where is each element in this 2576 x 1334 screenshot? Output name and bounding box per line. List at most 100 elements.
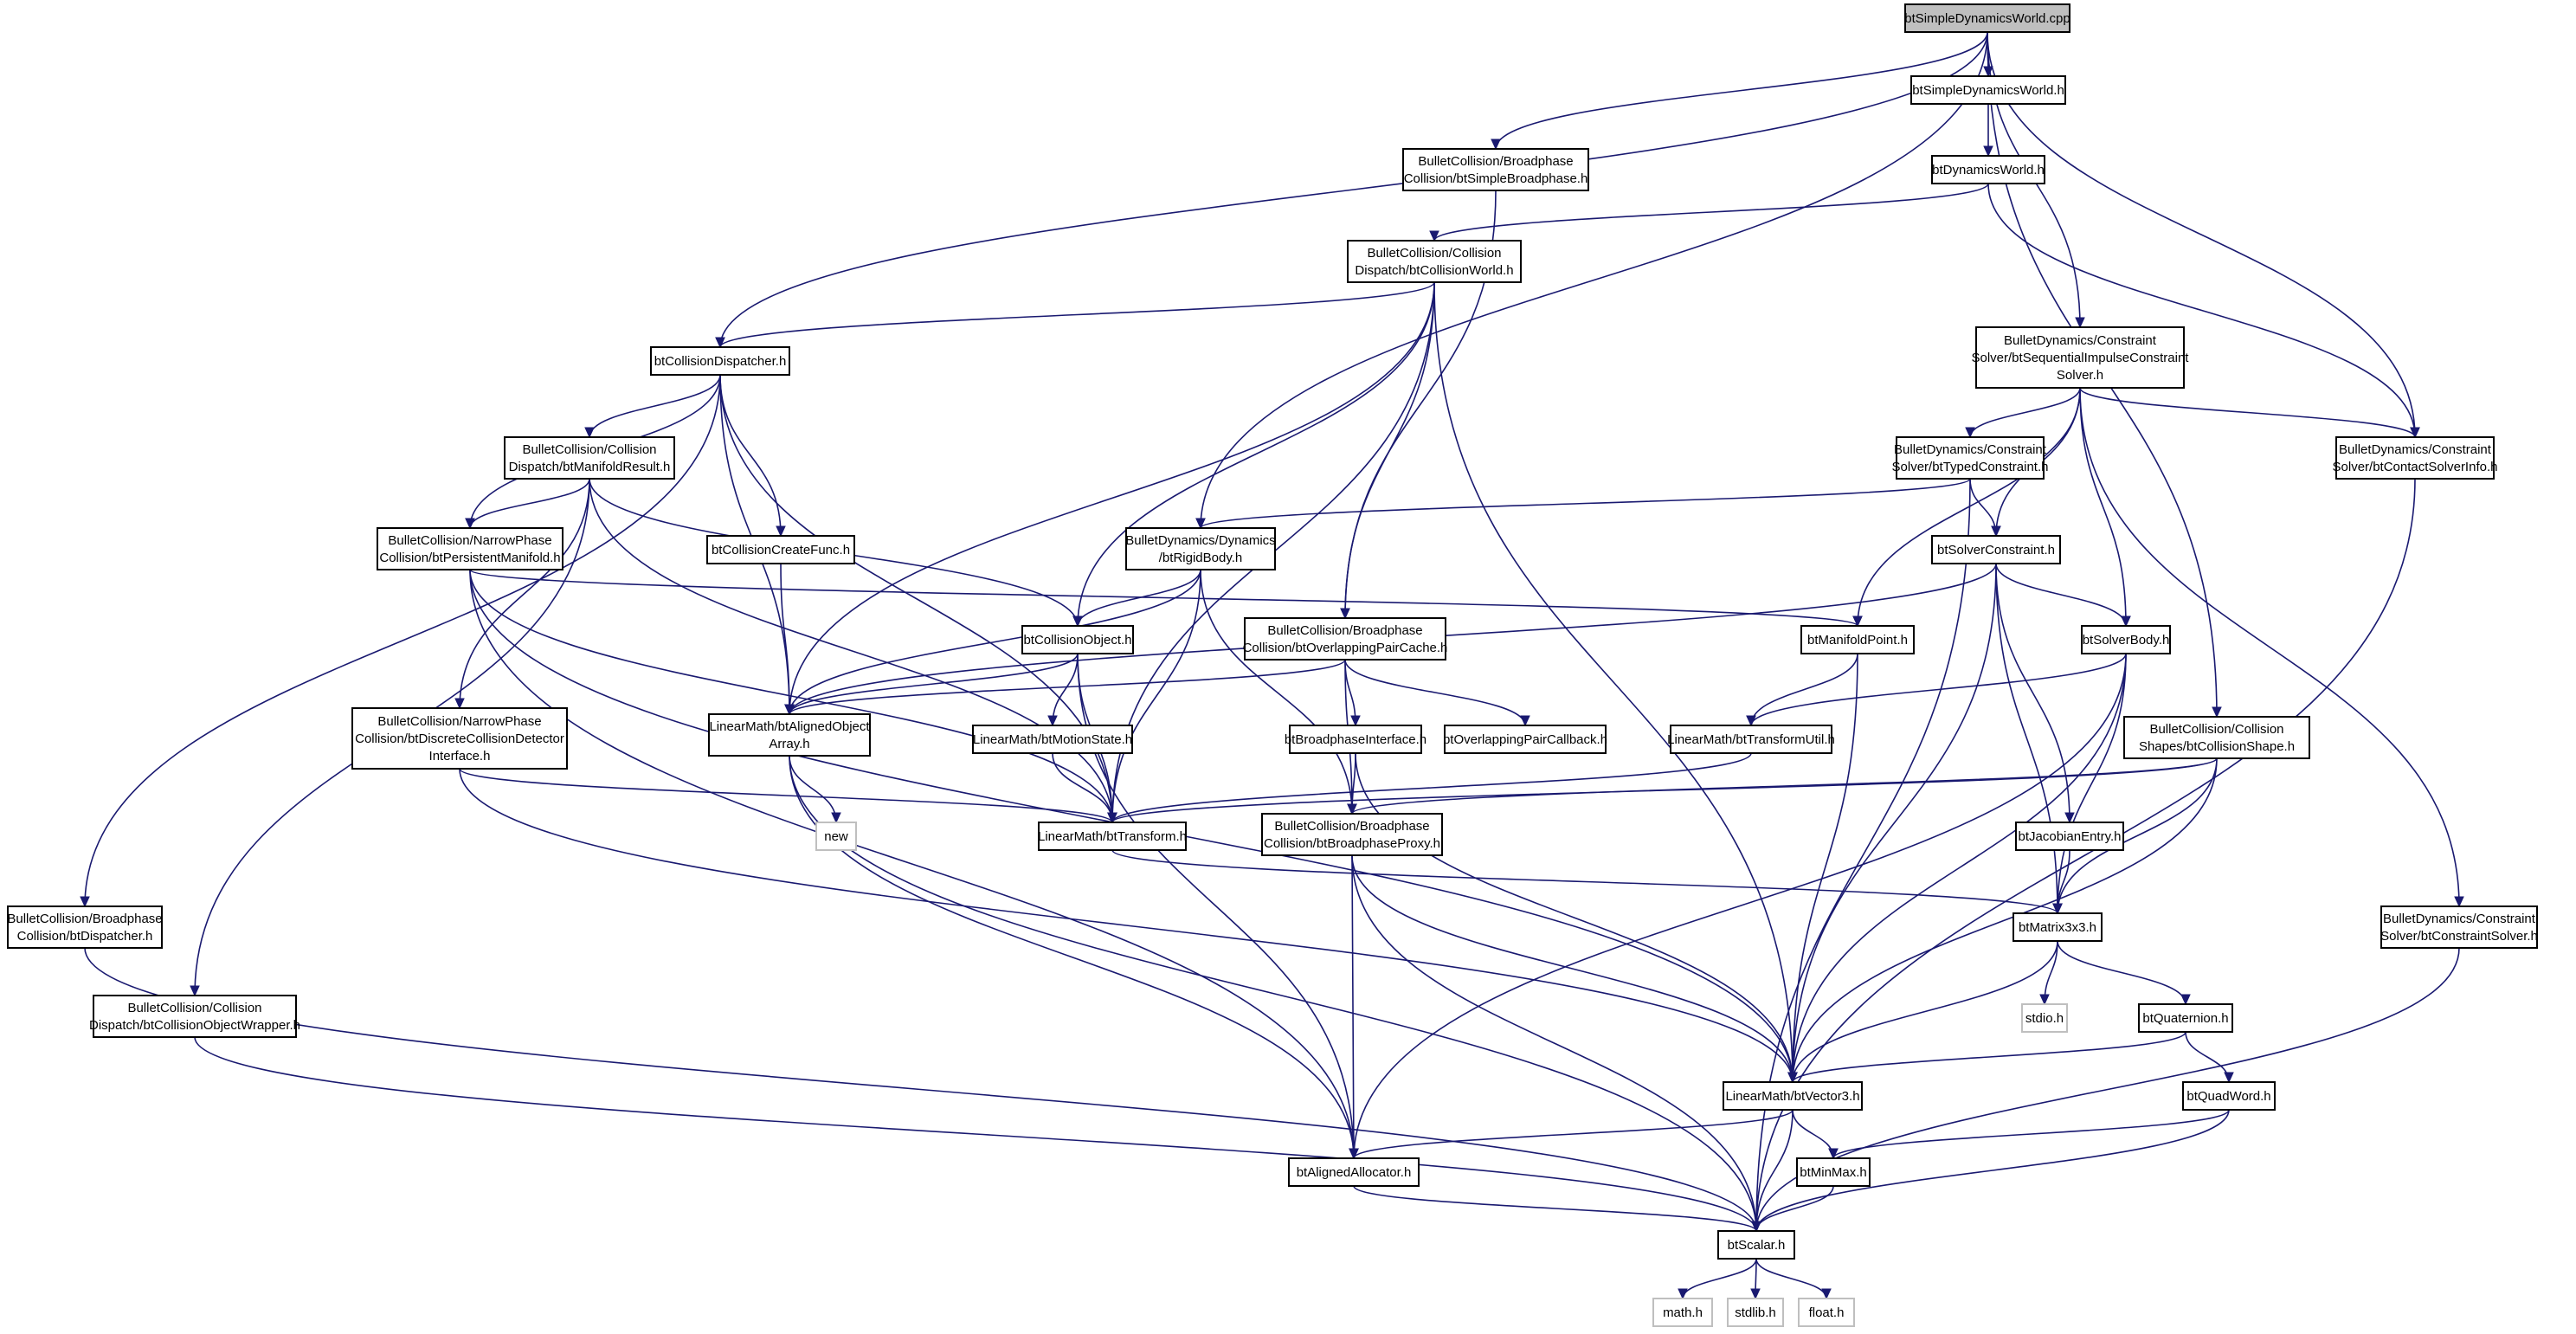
arrowhead-m33_h-to-stdio_h — [2039, 994, 2050, 1006]
node-box — [2081, 625, 2171, 654]
node-root[interactable]: btSimpleDynamicsWorld.cpp — [1904, 3, 2070, 33]
edge-cs_h-to-bpp_h — [1351, 757, 2218, 815]
edge-v3_h-to-aa_h — [1353, 1109, 1794, 1159]
node-cow-h[interactable]: BulletCollision/CollisionDispatch/btColl… — [89, 995, 300, 1038]
node-m33-h[interactable]: btMatrix3x3.h — [2012, 912, 2103, 942]
edge-sc_h-to-v3_h — [1792, 563, 1997, 1083]
node-sbp-h[interactable]: BulletCollision/BroadphaseCollision/btSi… — [1402, 148, 1589, 191]
node-box — [1727, 1298, 1784, 1327]
node-mp-h[interactable]: btManifoldPoint.h — [1800, 625, 1915, 654]
node-box — [1347, 240, 1522, 283]
node-new[interactable]: new — [815, 822, 857, 851]
edge-bpi_h-to-v3_h — [1355, 752, 1794, 1083]
node-dw-h[interactable]: btDynamicsWorld.h — [1931, 155, 2045, 184]
edge-rb_h-to-bpp_h — [1200, 569, 1353, 815]
edge-pm_h-to-aa_h — [469, 569, 1355, 1159]
arrowhead-sics_h-to-tc_h — [1965, 427, 1975, 439]
node-label: btSimpleDynamicsWorld.cpp — [1904, 11, 2070, 26]
arrowhead-rb_h-to-co_h — [1072, 615, 1083, 628]
arrowhead-mr_h-to-pm_h — [465, 518, 475, 530]
node-label: BulletDynamics/Constraint — [1894, 442, 2047, 457]
edge-dcd_h-to-tr_h — [459, 768, 1113, 823]
edge-bpp_h-to-aa_h — [1351, 854, 1355, 1159]
node-box — [1931, 155, 2045, 184]
node-box — [815, 822, 857, 851]
node-float-h[interactable]: float.h — [1798, 1298, 1855, 1327]
edge-cw_h-to-aoa_h — [789, 281, 1435, 715]
node-box — [1261, 813, 1443, 856]
node-mm-h[interactable]: btMinMax.h — [1796, 1157, 1871, 1187]
node-aa-h[interactable]: btAlignedAllocator.h — [1288, 1157, 1420, 1187]
edge-tc_h-to-rb_h — [1200, 478, 1971, 529]
node-je-h[interactable]: btJacobianEntry.h — [2015, 822, 2124, 851]
node-tr-h[interactable]: LinearMath/btTransform.h — [1038, 822, 1187, 851]
node-ccf-h[interactable]: btCollisionCreateFunc.h — [706, 535, 855, 564]
node-stdio-h[interactable]: stdio.h — [2021, 1003, 2068, 1033]
arrowhead-sb_h-to-tu_h — [1746, 715, 1756, 727]
node-qw-h[interactable]: btQuadWord.h — [2182, 1081, 2276, 1111]
arrowhead-sc2_h-to-stdlib_h — [1750, 1288, 1761, 1300]
node-opcb-h[interactable]: btOverlappingPairCallback.h — [1443, 725, 1607, 754]
node-bpp-h[interactable]: BulletCollision/BroadphaseCollision/btBr… — [1261, 813, 1443, 856]
edge-cw_h-to-opc_h — [1344, 281, 1435, 619]
node-label: Dispatch/btCollisionObjectWrapper.h — [89, 1018, 300, 1033]
node-label: btBroadphaseInterface.h — [1285, 732, 1426, 747]
arrowhead-m33_h-to-quat_h — [2180, 994, 2191, 1006]
node-box — [1931, 535, 2061, 564]
node-tu-h[interactable]: LinearMath/btTransformUtil.h — [1667, 725, 1835, 754]
node-cd-h[interactable]: btCollisionDispatcher.h — [650, 346, 790, 376]
node-label: LinearMath/btVector3.h — [1725, 1089, 1859, 1104]
node-sdw-h[interactable]: btSimpleDynamicsWorld.h — [1910, 75, 2066, 105]
node-opc-h[interactable]: BulletCollision/BroadphaseCollision/btOv… — [1243, 617, 1448, 661]
node-box — [2138, 1003, 2233, 1033]
node-tc-h[interactable]: BulletDynamics/ConstraintSolver/btTypedC… — [1892, 436, 2049, 480]
node-label: LinearMath/btTransform.h — [1038, 829, 1187, 844]
edge-cs_h-to-v3_h — [1792, 757, 2218, 1083]
node-box — [1402, 148, 1589, 191]
node-sics-h[interactable]: BulletDynamics/ConstraintSolver/btSequen… — [1972, 326, 2190, 389]
node-mr-h[interactable]: BulletCollision/CollisionDispatch/btMani… — [504, 436, 675, 480]
arrowhead-je_h-to-m33_h — [2052, 903, 2063, 915]
node-dcd-h[interactable]: BulletCollision/NarrowPhaseCollision/btD… — [351, 707, 568, 770]
node-bpi-h[interactable]: btBroadphaseInterface.h — [1285, 725, 1426, 754]
node-label: btOverlappingPairCallback.h — [1443, 732, 1607, 747]
node-box — [1652, 1298, 1713, 1327]
node-label: stdio.h — [2025, 1011, 2064, 1026]
edge-rb_h-to-co_h — [1077, 569, 1201, 627]
node-sc2-h[interactable]: btScalar.h — [1717, 1230, 1795, 1260]
node-pm-h[interactable]: BulletCollision/NarrowPhaseCollision/btP… — [377, 527, 564, 570]
node-math-h[interactable]: math.h — [1652, 1298, 1713, 1327]
node-label: btCollisionCreateFunc.h — [712, 543, 850, 557]
node-label: btCollisionObject.h — [1023, 633, 1131, 648]
node-stdlib-h[interactable]: stdlib.h — [1727, 1298, 1784, 1327]
edge-cd_h-to-mr_h — [589, 374, 721, 438]
node-box — [2335, 436, 2495, 480]
arrowhead-tc_h-to-rb_h — [1195, 518, 1206, 530]
node-label: Collision/btBroadphaseProxy.h — [1264, 836, 1440, 851]
node-ms-h[interactable]: LinearMath/btMotionState.h — [972, 725, 1133, 754]
node-sc-h[interactable]: btSolverConstraint.h — [1931, 535, 2061, 564]
node-cw-h[interactable]: BulletCollision/CollisionDispatch/btColl… — [1347, 240, 1522, 283]
node-v3-h[interactable]: LinearMath/btVector3.h — [1723, 1081, 1863, 1111]
node-box — [972, 725, 1133, 754]
arrowhead-pm_h-to-mp_h — [1852, 615, 1863, 628]
arrowhead-opc_h-to-bpi_h — [1350, 715, 1361, 727]
node-box — [2123, 716, 2310, 759]
node-label: Solver/btContactSolverInfo.h — [2333, 460, 2498, 474]
node-co-h[interactable]: btCollisionObject.h — [1021, 625, 1134, 654]
node-cso-h[interactable]: BulletDynamics/ConstraintSolver/btConstr… — [2380, 905, 2538, 949]
node-layer: btSimpleDynamicsWorld.cpp btSimpleDynamic… — [7, 3, 2538, 1327]
node-label: BulletCollision/Broadphase — [1267, 623, 1422, 638]
node-cs-h[interactable]: BulletCollision/CollisionShapes/btCollis… — [2123, 716, 2310, 759]
edge-sics_h-to-tc_h — [1969, 387, 2081, 438]
node-rb-h[interactable]: BulletDynamics/Dynamics/btRigidBody.h — [1125, 527, 1276, 570]
node-label: BulletCollision/Broadphase — [7, 912, 162, 926]
node-disp-h[interactable]: BulletCollision/BroadphaseCollision/btDi… — [7, 905, 163, 949]
node-quat-h[interactable]: btQuaternion.h — [2138, 1003, 2233, 1033]
edge-qw_h-to-sc2_h — [1755, 1109, 2230, 1232]
edge-mp_h-to-tu_h — [1750, 653, 1858, 726]
node-csi-h[interactable]: BulletDynamics/ConstraintSolver/btContac… — [2333, 436, 2498, 480]
node-sb-h[interactable]: btSolverBody.h — [2081, 625, 2171, 654]
edge-m33_h-to-quat_h — [2057, 940, 2186, 1005]
